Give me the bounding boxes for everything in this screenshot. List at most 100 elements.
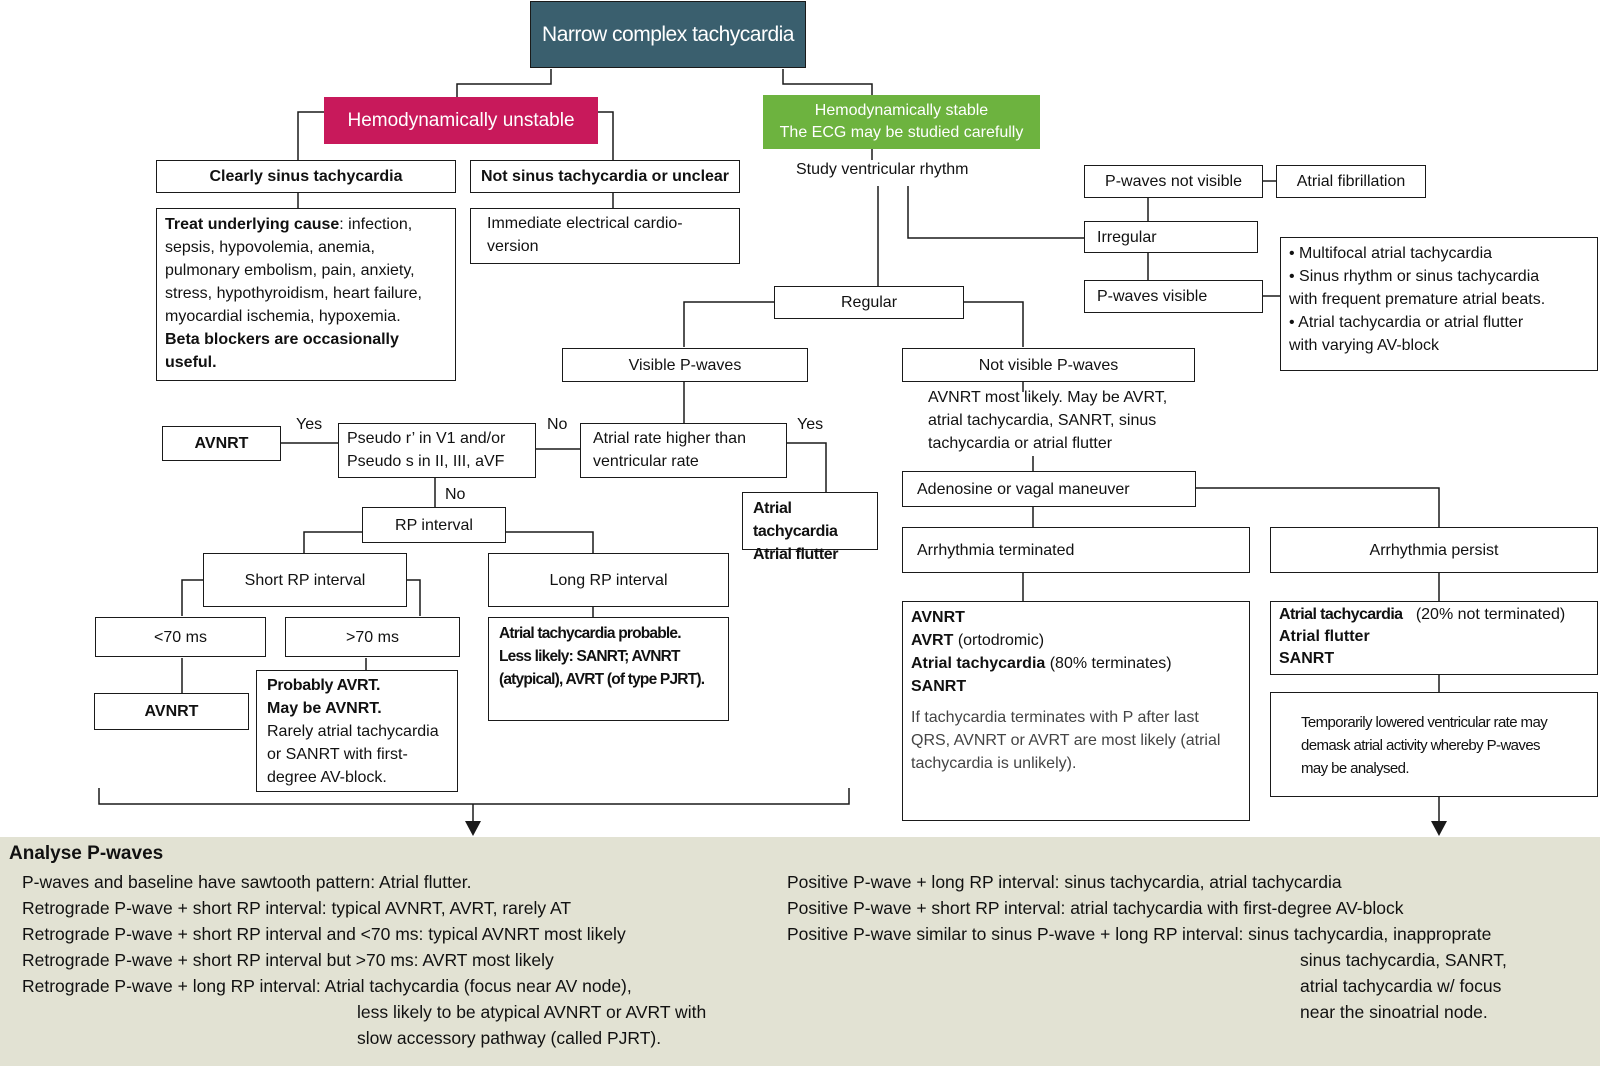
at-flutter-line-2: Atrial flutter [753,546,839,563]
atrial-rate-box: Atrial rate higher than ventricular rate [580,423,787,478]
gt70-result-box: Probably AVRT. May be AVNRT. Rarely atri… [256,670,458,792]
long-rp-result-box: Atrial tachycardia probable. Less likely… [488,617,729,721]
stable-line-1: Hemodynamically stable [814,102,989,119]
long-rp-box: Long RP interval [488,553,729,607]
avnrt-box-yes: AVNRT [162,426,281,461]
rp-interval-box: RP interval [362,507,506,543]
short-rp-box: Short RP interval [203,553,407,607]
analyse-heading: Analyse P-waves [9,843,164,864]
stable-box: Hemodynamically stable The ECG may be st… [763,95,1040,149]
treat-cause-text: : infection, sepsis, hypovolemia, anemia… [165,216,422,325]
pseudo-line-1: Pseudo r’ in V1 and/or [347,430,506,447]
p-visible-box: P-waves visible [1084,280,1263,313]
analyse-right-continuation: sinus tachycardia, SANRT, [1300,950,1507,970]
analyse-left-line: Retrograde P-wave + short RP interval bu… [22,950,554,970]
persist-at: Atrial tachycardia [1279,606,1403,623]
atrial-rate-line-2: ventricular rate [593,453,699,470]
not-visible-p-waves-box: Not visible P-waves [902,348,1195,382]
persist-sanrt: SANRT [1279,650,1335,667]
long-rp-probable: Atrial tachycardia probable. [499,625,682,642]
avnrt-short-label: AVNRT [144,703,199,720]
stable-line-2: The ECG may be studied carefully [779,124,1024,141]
terminated-avnrt: AVNRT [911,609,965,626]
treat-cause-box: Treat underlying cause: infection, sepsi… [156,208,456,381]
gt70-probably: Probably AVRT. [267,677,381,694]
title-text: Narrow complex tachycardia [542,23,794,46]
title-box: Narrow complex tachycardia [530,1,806,68]
arrhythmia-persist-box: Arrhythmia persist [1270,527,1598,573]
terminated-avrt: AVRT [911,632,954,649]
analyse-right-line: Positive P-wave + short RP interval: atr… [787,898,1404,918]
cardioversion-text: Immediate electrical cardio-version [487,215,683,255]
terminated-at: Atrial tachycardia [911,655,1046,672]
analyse-left-line: Retrograde P-wave + long RP interval: At… [22,976,632,996]
differential-item-2: • Sinus rhythm or sinus tachycardia [1289,268,1540,285]
persist-flutter: Atrial flutter [1279,628,1370,645]
differential-item-4: • Atrial tachycardia or atrial flutter [1289,314,1524,331]
no-label-atrial-rate: No [547,416,568,433]
terminated-note: If tachycardia terminates with P after l… [911,709,1221,772]
short-rp-label: Short RP interval [244,571,366,589]
analyse-right-line: Positive P-wave similar to sinus P-wave … [787,924,1492,944]
atrial-fibrillation-label: Atrial fibrillation [1296,173,1406,190]
unstable-box: Hemodynamically unstable [324,97,598,144]
study-ventricular-rhythm: Study ventricular rhythm [796,161,969,178]
at-flutter-line-1: Atrial tachycardia [753,500,838,540]
differential-item-1: • Multifocal atrial tachycardia [1289,245,1493,262]
no-label-pseudo: No [445,486,466,503]
pseudo-r-box: Pseudo r’ in V1 and/or Pseudo s in II, I… [338,423,536,478]
persist-note: Temporarily lowered ventricular rate may… [1301,714,1548,777]
gt70-rarely: Rarely atrial tachycardia or SANRT with … [267,723,439,786]
rp-interval-label: RP interval [395,516,473,534]
gt70-maybe: May be AVNRT. [267,700,382,717]
differential-item-3: with frequent premature atrial beats. [1289,291,1546,308]
not-visible-p-waves-label: Not visible P-waves [978,356,1119,374]
unstable-label: Hemodynamically unstable [347,110,575,131]
avnrt-box-short: AVNRT [94,693,249,730]
atrial-fibrillation-box: Atrial fibrillation [1276,165,1426,198]
not-sinus-box: Not sinus tachycardia or unclear [470,160,740,193]
analyse-left-line: Retrograde P-wave + short RP interval an… [22,924,626,944]
arrhythmia-terminated-box: Arrhythmia terminated [902,527,1250,573]
regular-label: Regular [840,294,898,311]
irregular-label: Irregular [1097,228,1157,246]
adenosine-label: Adenosine or vagal maneuver [917,480,1130,498]
long-rp-label: Long RP interval [549,571,668,589]
analyse-left-continuation: less likely to be atypical AVNRT or AVRT… [357,1002,707,1022]
persist-at-note: (20% not terminated) [1415,606,1566,623]
visible-p-waves-box: Visible P-waves [562,348,808,382]
avnrt-most-likely-note: AVNRT most likely. May be AVRT, atrial t… [928,389,1168,452]
p-visible-label: P-waves visible [1097,288,1208,305]
terminated-avrt-note: (ortodromic) [953,632,1045,649]
atrial-rate-line-1: Atrial rate higher than [593,430,746,447]
irregular-box: Irregular [1084,221,1258,253]
beta-blockers-note: Beta blockers are occasionally useful. [165,331,399,371]
at-flutter-box: Atrial tachycardia Atrial flutter [742,492,878,563]
arrhythmia-persist-label: Arrhythmia persist [1369,541,1499,559]
clearly-sinus-box: Clearly sinus tachycardia [156,160,456,193]
cardioversion-box: Immediate electrical cardio-version [470,208,740,264]
persist-result-box: Atrial tachycardia (20% not terminated) … [1270,601,1598,675]
pseudo-line-2: Pseudo s in II, III, aVF [347,453,505,470]
analyse-right-line: Positive P-wave + long RP interval: sinu… [787,872,1342,892]
avnrt-label: AVNRT [194,435,249,452]
p-not-visible-label: P-waves not visible [1105,173,1242,190]
long-rp-less-likely: Less likely: SANRT; AVNRT (atypical), AV… [499,648,705,688]
visible-p-waves-label: Visible P-waves [628,356,742,374]
analyse-left-continuation: slow accessory pathway (called PJRT). [357,1028,662,1048]
yes-label-pseudo: Yes [296,416,323,433]
not-sinus-label: Not sinus tachycardia or unclear [480,168,730,185]
gt70-box: >70 ms [285,617,460,657]
clearly-sinus-label: Clearly sinus tachycardia [209,168,403,185]
irregular-differential-box: • Multifocal atrial tachycardia • Sinus … [1280,237,1598,371]
regular-box: Regular [774,286,964,319]
analyse-right-continuation: near the sinoatrial node. [1300,1002,1488,1022]
gt70-label: >70 ms [346,628,399,646]
persist-note-box: Temporarily lowered ventricular rate may… [1270,692,1598,797]
analyse-left-line: P-waves and baseline have sawtooth patte… [22,872,472,892]
analyse-right-continuation: atrial tachycardia w/ focus [1300,976,1502,996]
adenosine-box: Adenosine or vagal maneuver [902,471,1196,507]
arrhythmia-terminated-label: Arrhythmia terminated [917,541,1075,559]
analyse-left-line: Retrograde P-wave + short RP interval: t… [22,898,572,918]
